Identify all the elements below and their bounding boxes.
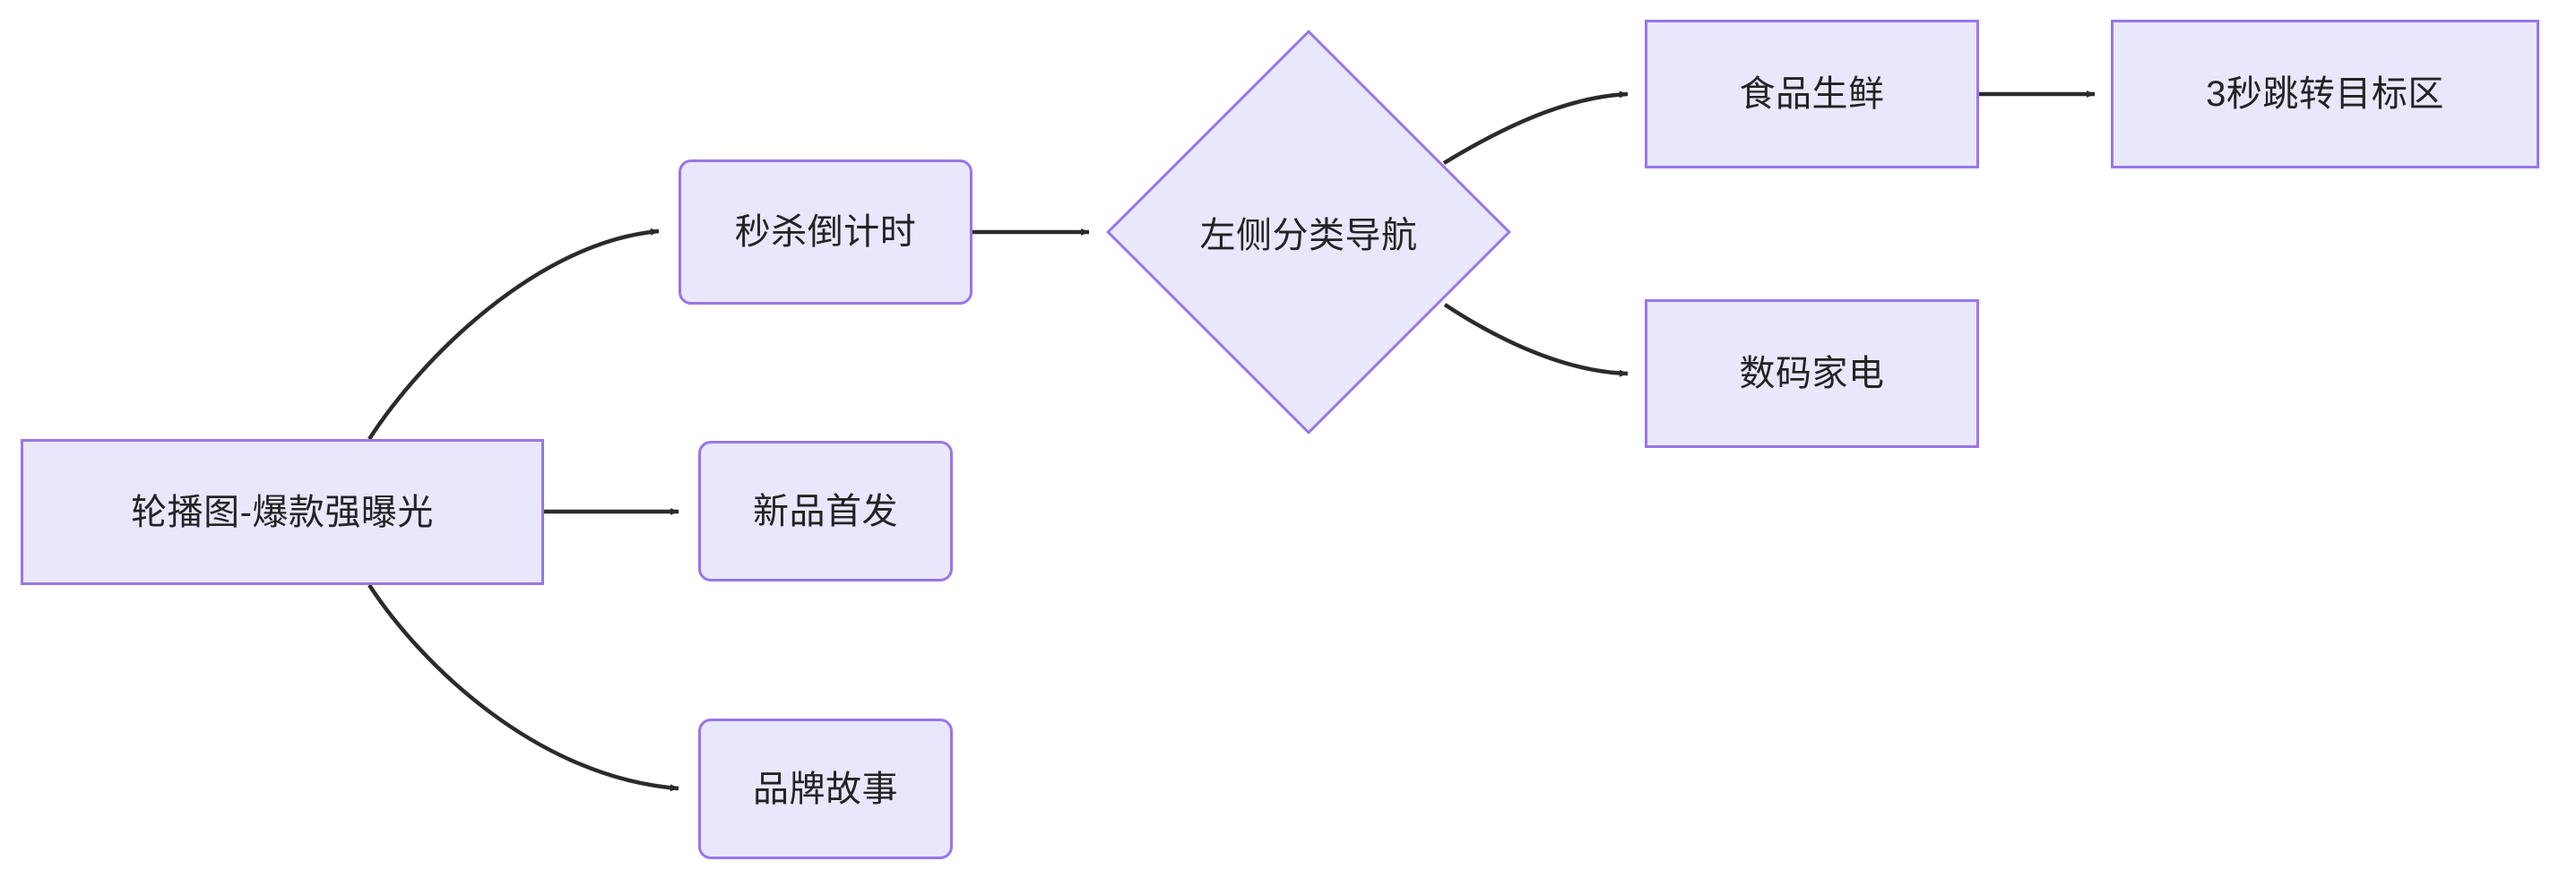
edge-carousel-to-flash-sale (367, 228, 660, 441)
node-flash-sale-label: 秒杀倒计时 (734, 212, 917, 252)
node-brand-story-label: 品牌故事 (753, 769, 898, 809)
node-jump-target[interactable]: 3秒跳转目标区 (2111, 20, 2539, 168)
node-food-fresh[interactable]: 食品生鲜 (1645, 20, 1979, 168)
node-carousel[interactable]: 轮播图-爆款强曝光 (21, 439, 544, 585)
node-new-product[interactable]: 新品首发 (698, 441, 953, 581)
node-food-fresh-label: 食品生鲜 (1739, 74, 1885, 114)
node-jump-target-label: 3秒跳转目标区 (2206, 74, 2444, 114)
diamond-shape (1106, 30, 1511, 435)
node-brand-story[interactable]: 品牌故事 (698, 719, 953, 859)
node-flash-sale[interactable]: 秒杀倒计时 (679, 159, 972, 305)
node-carousel-label: 轮播图-爆款强曝光 (131, 492, 434, 532)
node-digital-appliance-label: 数码家电 (1739, 354, 1885, 393)
node-new-product-label: 新品首发 (753, 491, 898, 531)
edge-carousel-to-brand-story (367, 583, 679, 792)
node-category-nav-label: 左侧分类导航 (1199, 216, 1418, 255)
node-category-nav[interactable]: 左侧分类导航 (1106, 30, 1511, 435)
node-digital-appliance[interactable]: 数码家电 (1645, 299, 1979, 448)
